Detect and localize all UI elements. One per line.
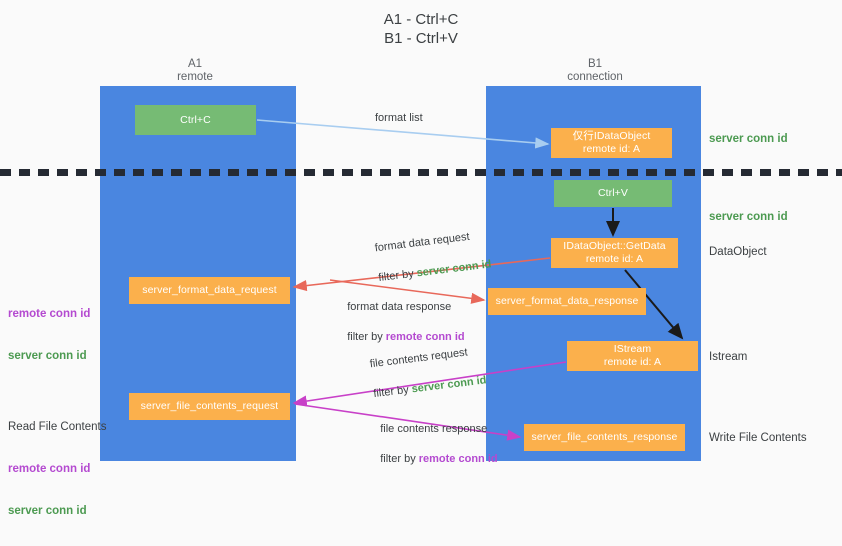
- edge-label-filter-value: remote conn id: [418, 453, 498, 465]
- node-server-file-contents-request[interactable]: server_file_contents_request: [129, 393, 290, 420]
- annotation-conn-id-group-top: remote conn id server conn id: [8, 279, 90, 391]
- node-istream[interactable]: IStream remote id: A: [567, 341, 698, 371]
- annotation-server-conn-id-read: server conn id: [8, 505, 87, 517]
- annotation-read-file-contents-heading: Read File Contents: [8, 421, 107, 433]
- edge-label-filter-prefix: filter by: [372, 383, 413, 401]
- edge-label-filter-value: server conn id: [410, 374, 488, 396]
- annotation-remote-conn-id: remote conn id: [8, 308, 91, 320]
- node-ctrl-v[interactable]: Ctrl+V: [554, 180, 672, 207]
- column-header-b1: B1 connection: [567, 58, 623, 83]
- node-server-format-data-request[interactable]: server_format_data_request: [129, 277, 290, 304]
- node-idataobject-getdata[interactable]: IDataObject::GetData remote id: A: [551, 238, 678, 268]
- phase-divider: [0, 169, 842, 176]
- edge-label-line1: format data response: [347, 301, 452, 313]
- annotation-dataobject: DataObject: [709, 246, 767, 258]
- edge-label-line1: file contents request: [369, 346, 469, 371]
- annotation-server-conn-id: server conn id: [8, 350, 87, 362]
- node-idataobject[interactable]: 仅行IDataObject remote id: A: [551, 128, 672, 158]
- edge-label-filter-prefix: filter by: [347, 331, 386, 343]
- annotation-remote-conn-id-read: remote conn id: [8, 463, 91, 475]
- edge-label-filter-value: remote conn id: [385, 331, 465, 343]
- column-header-a1: A1 remote: [177, 58, 213, 83]
- annotation-read-file-contents-group: Read File Contents remote conn id server…: [8, 392, 106, 546]
- node-server-file-contents-response[interactable]: server_file_contents_response: [524, 424, 685, 451]
- node-ctrl-c[interactable]: Ctrl+C: [135, 105, 256, 135]
- edge-label-line1: format data request: [374, 230, 471, 255]
- edge-label-format-list: format list: [375, 112, 423, 124]
- annotation-istream: Istream: [709, 351, 748, 363]
- edge-label-file-contents-request: file contents request filter by server c…: [355, 329, 489, 419]
- diagram-canvas: A1 - Ctrl+C B1 - Ctrl+V A1 remote B1 con…: [0, 11, 842, 517]
- page-title: A1 - Ctrl+C B1 - Ctrl+V: [383, 11, 459, 47]
- edge-label-filter-prefix: filter by: [380, 453, 419, 465]
- annotation-server-conn-id-mid: server conn id: [709, 211, 788, 223]
- edge-label-filter-value: server conn id: [415, 258, 493, 280]
- edge-label-line1: file contents response: [380, 423, 488, 435]
- edge-label-format-data-response: format data response filter by remote co…: [335, 285, 465, 360]
- node-server-format-data-response[interactable]: server_format_data_response: [488, 288, 646, 315]
- edge-label-file-contents-response: file contents response filter by remote …: [368, 407, 498, 482]
- annotation-write-file-contents: Write File Contents: [709, 432, 807, 444]
- annotation-server-conn-id-top: server conn id: [709, 133, 788, 145]
- edge-label-filter-prefix: filter by: [377, 267, 418, 285]
